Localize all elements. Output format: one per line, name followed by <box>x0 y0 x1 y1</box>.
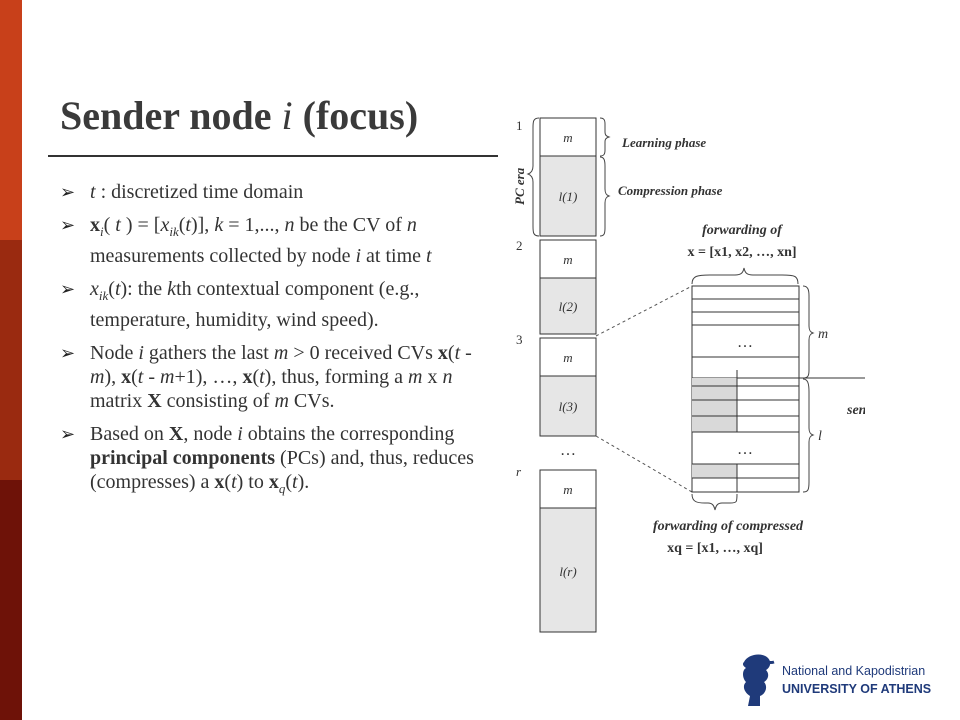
x-vector-label: x = [x1, x2, …, xn] <box>687 245 796 260</box>
era-number-3: 3 <box>516 332 523 347</box>
matrix-l-shaded <box>692 378 737 432</box>
bullet-list: ➢t : discretized time domain ➢xi( t ) = … <box>60 180 480 510</box>
bullet-pca-compression: ➢Based on X, node i obtains the correspo… <box>60 423 474 496</box>
cell-label-lr: l(r) <box>559 564 576 579</box>
compressed-brace <box>691 493 738 511</box>
bullet-cv-definition: ➢xi( t ) = [xik(t)], k = 1,..., n be the… <box>60 214 432 267</box>
cell-label-l3: l(3) <box>559 399 578 414</box>
arrow-bullet-icon: ➢ <box>60 424 76 444</box>
bullet-matrix-formation: ➢Node i gathers the last m > 0 received … <box>60 342 472 412</box>
learning-phase-label: Learning phase <box>621 135 706 150</box>
accent-stripe-top <box>0 0 22 240</box>
m-brace <box>802 285 815 379</box>
forwarding-of-label: forwarding of <box>702 223 783 238</box>
pc-era-label: PC era <box>512 167 527 205</box>
accent-stripe-bottom <box>0 480 22 720</box>
cell-m-1 <box>539 117 597 157</box>
pc-era-brace <box>526 117 540 237</box>
logo-line2: UNIVERSITY OF ATHENS <box>782 682 932 696</box>
university-logo: National and Kapodistrian UNIVERSITY OF … <box>738 652 948 712</box>
athena-head-icon <box>742 654 775 706</box>
compression-phase-brace <box>599 156 611 237</box>
forwarding-compressed-label: forwarding of compressed <box>653 519 804 534</box>
cell-lr <box>539 507 597 633</box>
cell-label-m2: m <box>563 252 572 267</box>
arrow-bullet-icon: ➢ <box>60 182 76 202</box>
dashed-connector-top <box>595 285 693 337</box>
bullet-contextual-component: ➢xik(t): the kth contextual component (e… <box>60 278 420 331</box>
cell-label-m3: m <box>563 350 572 365</box>
bullet-time-domain: ➢t : discretized time domain <box>60 181 304 203</box>
logo-line1: National and Kapodistrian <box>782 664 926 678</box>
cell-label-l2: l(2) <box>559 299 578 314</box>
era-number-r: r <box>516 464 522 479</box>
sending-label: sending Yn x q <box>846 403 865 418</box>
title-underline <box>48 155 498 157</box>
matrix-dots-bottom: … <box>737 441 753 458</box>
cell-ellipsis: … <box>560 442 576 459</box>
l-brace-label: l <box>818 429 822 444</box>
dashed-connector-bottom <box>595 435 693 493</box>
accent-stripe-mid <box>0 240 22 480</box>
compression-phase-label: Compression phase <box>618 183 723 198</box>
arrow-bullet-icon: ➢ <box>60 215 76 235</box>
cell-label-l1: l(1) <box>559 189 578 204</box>
learning-phase-brace <box>599 117 611 157</box>
xq-vector-label: xq = [x1, …, xq] <box>667 541 763 556</box>
slide-title: Sender node i (focus) <box>60 93 419 138</box>
era-number-2: 2 <box>516 238 523 253</box>
matrix-m-block <box>691 285 800 379</box>
matrix-dots-top: … <box>737 334 753 351</box>
cell-l2 <box>539 277 597 335</box>
m-brace-label: m <box>818 327 828 342</box>
l-brace <box>802 378 815 493</box>
cell-l1 <box>539 155 597 237</box>
pc-era-diagram: 1 2 3 r PC era m l(1) m l(2) m l(3) … m … <box>512 117 865 633</box>
era-number-1: 1 <box>516 118 523 133</box>
arrow-bullet-icon: ➢ <box>60 343 76 363</box>
cell-label-m1: m <box>563 130 572 145</box>
arrow-bullet-icon: ➢ <box>60 279 76 299</box>
cell-label-mr: m <box>563 482 572 497</box>
forwarding-brace <box>691 267 799 285</box>
cell-l3 <box>539 375 597 437</box>
matrix-l-shaded-bottom <box>692 464 737 478</box>
